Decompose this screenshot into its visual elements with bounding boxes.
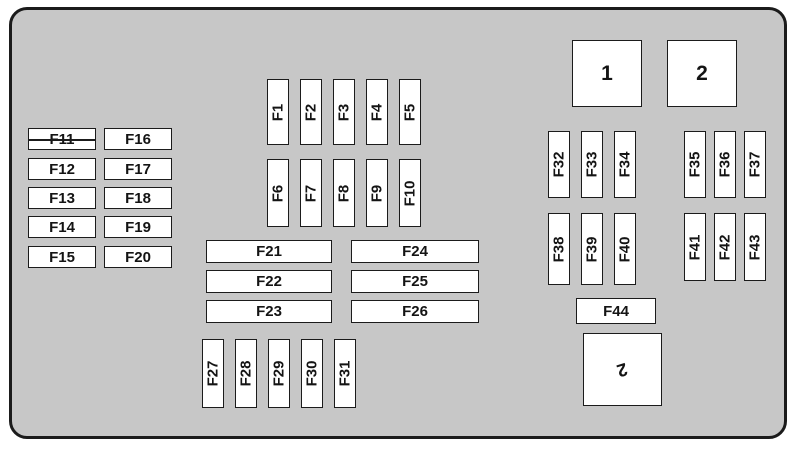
fuse-f25-label: F25	[402, 273, 428, 290]
fuse-f15: F15	[28, 246, 96, 268]
fuse-f24-label: F24	[402, 243, 428, 260]
fuse-f39-label: F39	[583, 236, 601, 262]
fuse-f7: F7	[300, 159, 322, 227]
fuse-f27-label: F27	[204, 360, 222, 387]
fuse-f32: F32	[548, 131, 570, 198]
fuse-f17-label: F17	[125, 160, 151, 178]
fuse-f19-label: F19	[125, 218, 151, 236]
fuse-f38: F38	[548, 213, 570, 285]
fuse-f33-label: F33	[583, 151, 601, 178]
fuse-f16-label: F16	[125, 130, 151, 148]
fuse-f8-label: F8	[335, 184, 353, 202]
fuse-f24: F24	[351, 240, 479, 263]
fuse-f16: F16	[104, 128, 172, 150]
fuse-f9-label: F9	[368, 184, 386, 202]
fuse-f44: F44	[576, 298, 656, 324]
fuse-f3-label: F3	[335, 103, 353, 121]
fuse-f36: F36	[714, 131, 736, 198]
fuse-f11: F11	[28, 128, 96, 150]
fuse-f36-label: F36	[716, 151, 734, 178]
fuse-f33: F33	[581, 131, 603, 198]
fuse-f22: F22	[206, 270, 332, 293]
fuse-f39: F39	[581, 213, 603, 285]
fuse-f7-label: F7	[302, 184, 320, 202]
fuse-f2: F2	[300, 79, 322, 145]
fuse-f19: F19	[104, 216, 172, 238]
fuse-f20: F20	[104, 246, 172, 268]
fuse-f10-label: F10	[401, 180, 419, 206]
fuse-f17: F17	[104, 158, 172, 180]
fuse-f41: F41	[684, 213, 706, 281]
fuse-f32-label: F32	[550, 151, 568, 178]
fuse-f27: F27	[202, 339, 224, 408]
fuse-f9: F9	[366, 159, 388, 227]
fuse-f2-label: F2	[302, 103, 320, 121]
fuse-f31: F31	[334, 339, 356, 408]
relay-square-2-label: 2	[696, 61, 708, 85]
fuse-f35: F35	[684, 131, 706, 198]
fuse-f20-label: F20	[125, 248, 151, 266]
fuse-f30-label: F30	[303, 360, 321, 387]
fuse-f29: F29	[268, 339, 290, 408]
fuse-f43-label: F43	[746, 234, 764, 260]
fuse-f42: F42	[714, 213, 736, 281]
relay-square-2: 2	[667, 40, 737, 107]
fuse-f26: F26	[351, 300, 479, 323]
fuse-f37: F37	[744, 131, 766, 198]
fuse-f44-label: F44	[603, 302, 629, 320]
fuse-f28: F28	[235, 339, 257, 408]
fuse-f10: F10	[399, 159, 421, 227]
fuse-f4-label: F4	[368, 103, 386, 121]
fuse-f12-label: F12	[49, 160, 75, 178]
fuse-f34: F34	[614, 131, 636, 198]
bottom-module-label: 2	[614, 358, 631, 382]
fuse-f6: F6	[267, 159, 289, 227]
fuse-f14: F14	[28, 216, 96, 238]
fuse-f1: F1	[267, 79, 289, 145]
fuse-f29-label: F29	[270, 360, 288, 387]
fuse-f22-label: F22	[256, 273, 282, 290]
fuse-f21: F21	[206, 240, 332, 263]
fuse-f14-label: F14	[49, 218, 75, 236]
fuse-f26-label: F26	[402, 303, 428, 320]
fuse-f37-label: F37	[746, 151, 764, 178]
fuse-f21-label: F21	[256, 243, 282, 260]
fuse-f4: F4	[366, 79, 388, 145]
fuse-f25: F25	[351, 270, 479, 293]
fuse-f34-label: F34	[616, 151, 634, 178]
fuse-f41-label: F41	[686, 234, 704, 260]
fuse-f40-label: F40	[616, 236, 634, 262]
fuse-f40: F40	[614, 213, 636, 285]
fuse-f43: F43	[744, 213, 766, 281]
fuse-f12: F12	[28, 158, 96, 180]
fuse-f31-label: F31	[336, 360, 354, 387]
fuse-f15-label: F15	[49, 248, 75, 266]
fuse-f6-label: F6	[269, 184, 287, 202]
fuse-f35-label: F35	[686, 151, 704, 178]
fuse-f18-label: F18	[125, 189, 151, 207]
fuse-f30: F30	[301, 339, 323, 408]
fuse-f28-label: F28	[237, 360, 255, 387]
fuse-f11-label: F11	[49, 130, 75, 148]
fuse-f8: F8	[333, 159, 355, 227]
fuse-f23-label: F23	[256, 303, 282, 320]
fuse-f3: F3	[333, 79, 355, 145]
fuse-f1-label: F1	[269, 103, 287, 121]
fuse-f5: F5	[399, 79, 421, 145]
bottom-module-square: 2	[583, 333, 662, 406]
fuse-f38-label: F38	[550, 236, 568, 262]
fuse-f5-label: F5	[401, 103, 419, 121]
fuse-f42-label: F42	[716, 234, 734, 260]
fuse-f23: F23	[206, 300, 332, 323]
relay-square-1-label: 1	[601, 61, 613, 85]
fuse-f18: F18	[104, 187, 172, 209]
fuse-f13-label: F13	[49, 189, 75, 207]
relay-square-1: 1	[572, 40, 642, 107]
fuse-f13: F13	[28, 187, 96, 209]
